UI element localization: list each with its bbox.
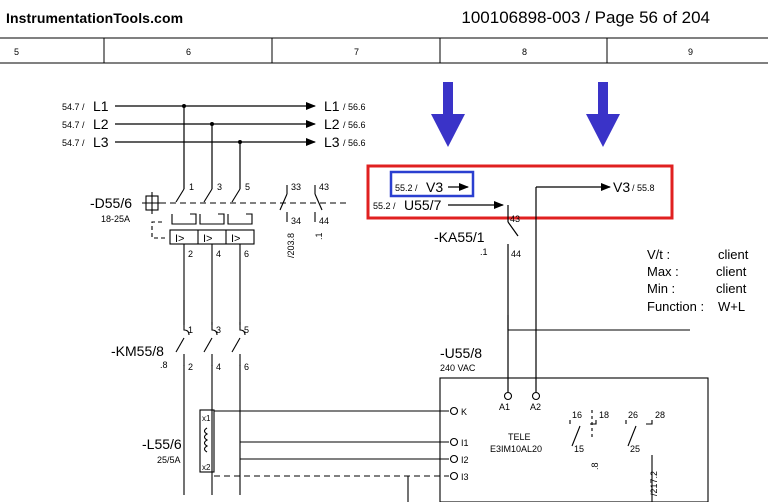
terminal-label: A1 [499,402,510,412]
monitoring-module [439,315,709,502]
line-out-ref: / 56.6 [343,138,366,148]
u55-label: U55/7 [404,197,442,213]
module-name: TELE [508,432,531,442]
line-out-ref: / 56.6 [343,120,366,130]
aux-ref: /203.8 [286,233,296,258]
contact-ref: /217.2 [649,471,659,496]
module-voltage: 240 VAC [440,363,476,373]
terminal-label: 2 [188,362,193,372]
module-model: E3IM10AL20 [490,444,542,454]
terminal-label: 6 [244,249,249,259]
column-ruler: 5 6 7 8 9 [0,37,768,64]
contact-terminal: 28 [655,410,665,420]
contact-terminal: 25 [630,444,640,454]
line-in-ref: 54.7 / [62,138,85,148]
column-label: 5 [14,47,19,57]
v3-out-label: V3 [613,179,630,195]
terminal-label: I2 [461,455,469,465]
aux-terminal: 34 [291,216,301,226]
aux-terminal: 44 [319,216,329,226]
terminal-label: 5 [245,182,250,192]
contact-terminal: 18 [599,410,609,420]
setting-value: client [716,281,747,296]
transformer-terminal: x2 [202,463,211,472]
contactor-tag: -KM55/8 [111,343,164,359]
v3-highlight-box [389,170,475,198]
terminal-label: 2 [188,249,193,259]
transformer-rating: 25/5A [157,455,181,465]
relay-terminal: 44 [511,249,521,259]
setting-value: client [718,247,749,262]
relay-tag: -KA55/1 [434,229,485,245]
transformer-terminal: x1 [202,414,211,423]
aux-terminal: 43 [319,182,329,192]
contactor [180,325,246,365]
supply-lines [115,102,316,189]
column-label: 9 [688,47,693,57]
relay-terminal: 43 [510,214,520,224]
line-out-ref: / 56.6 [343,102,366,112]
line-label: L2 [93,116,109,132]
line-label: L3 [324,134,340,150]
highlight-box [366,164,674,220]
setting-label: Min : [647,281,675,296]
line-label: L3 [93,134,109,150]
column-label: 8 [522,47,527,57]
relay-ref: .1 [480,247,488,257]
aux-ref: .1 [314,232,324,240]
breaker-range: 18-25A [101,214,130,224]
line-label: L1 [324,98,340,114]
setting-value: client [716,264,747,279]
contactor-ref: .8 [160,360,168,370]
motor-breaker [142,185,350,495]
v3-ref: 55.2 / [395,183,418,193]
terminal-label: K [461,407,467,417]
transformer-tag: -L55/6 [142,436,182,452]
annotation-arrow-icon [431,82,465,147]
contact-ref: .8 [590,462,600,470]
trip-symbol: I> [175,233,184,245]
breaker-tag: -D55/6 [90,195,132,211]
terminal-label: 5 [244,325,249,335]
line-in-ref: 54.7 / [62,120,85,130]
terminal-label: 1 [189,182,194,192]
u55-ref: 55.2 / [373,201,396,211]
terminal-label: A2 [530,402,541,412]
settings-table: V/t : client Max : client Min : client F… [647,247,749,314]
contact-terminal: 16 [572,410,582,420]
line-label: L1 [93,98,109,114]
current-transformer [199,409,449,502]
setting-label: Function : [647,299,704,314]
aux-terminal: 33 [291,182,301,192]
terminal-label: 1 [188,325,193,335]
v3-out-ref: / 55.8 [632,183,655,193]
column-label: 6 [186,47,191,57]
setting-value: W+L [718,299,745,314]
annotation-arrow-icon [586,82,620,147]
line-label: L2 [324,116,340,132]
terminal-label: 3 [216,325,221,335]
contact-terminal: 26 [628,410,638,420]
terminal-label: I3 [461,472,469,482]
contact-terminal: 15 [574,444,584,454]
terminal-label: 4 [216,249,221,259]
line-in-ref: 54.7 / [62,102,85,112]
site-name: InstrumentationTools.com [6,10,184,26]
setting-label: V/t : [647,247,670,262]
terminal-label: 4 [216,362,221,372]
module-tag: -U55/8 [440,345,482,361]
trip-symbol: I> [231,233,240,245]
terminal-label: 3 [217,182,222,192]
page-reference: 100106898-003 / Page 56 of 204 [461,8,710,27]
trip-symbol: I> [203,233,212,245]
terminal-label: 6 [244,362,249,372]
terminal-label: I1 [461,438,469,448]
setting-label: Max : [647,264,679,279]
column-label: 7 [354,47,359,57]
v3-label: V3 [426,179,443,195]
